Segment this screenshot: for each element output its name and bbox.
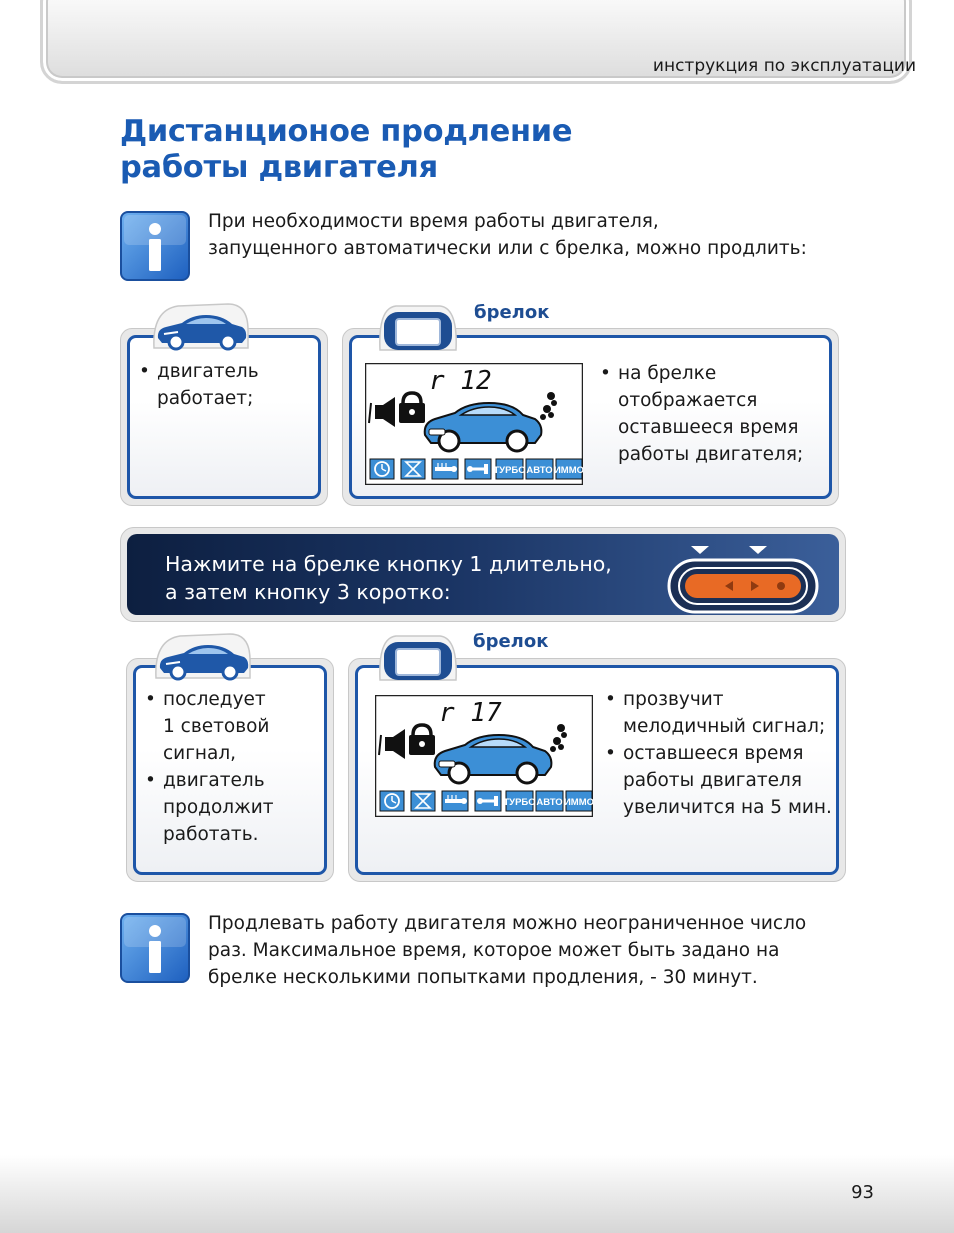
car-tab-icon (155, 633, 251, 681)
info-icon (120, 913, 190, 983)
svg-text:ИММО: ИММО (564, 797, 593, 808)
horn-icon (368, 397, 395, 427)
header-title: инструкция по эксплуатации (652, 56, 916, 76)
fob-label-1: брелок (474, 302, 550, 323)
page-title: Дистанционое продление работы двигателя (120, 114, 573, 186)
list-item: на брелке отображается оставшееся время … (598, 360, 803, 468)
fob-lcd-display: r 17 (375, 695, 593, 817)
car-panel-1 (120, 328, 328, 506)
turbo-icon: ТУРБО (493, 458, 526, 480)
list-item: последует 1 световой сигнал, (143, 686, 274, 767)
svg-text:ИММО: ИММО (554, 465, 583, 476)
page-header (40, 0, 912, 84)
page-footer (0, 1155, 954, 1233)
button-dot-icon (777, 582, 785, 590)
lock-icon (399, 391, 425, 423)
car-icon (433, 733, 553, 785)
clock-icon (369, 458, 395, 480)
auto-icon: АВТО (535, 790, 564, 812)
temperature-icon (441, 790, 469, 812)
fob-lcd-display: r 12 (365, 363, 583, 485)
fob-tab-icon (379, 635, 457, 681)
fob-tab-icon (379, 305, 457, 351)
lock-icon (409, 723, 435, 755)
immo-icon: ИММО (564, 790, 593, 812)
turbo-icon: ТУРБО (503, 790, 536, 812)
info-icon (120, 211, 190, 281)
info-text-1: При необходимости время работы двигателя… (208, 211, 807, 259)
car-status-list-2: последует 1 световой сигнал, двигатель п… (143, 686, 274, 848)
arrow-down-icon (749, 546, 767, 554)
fob-status-list-1: на брелке отображается оставшееся время … (598, 360, 803, 468)
title-line-2: работы двигателя (120, 150, 438, 185)
list-item: оставшееся время работы двигателя увелич… (603, 740, 832, 821)
auto-icon: АВТО (525, 458, 554, 480)
lcd-readout: r 17 (439, 698, 502, 728)
immo-icon: ИММО (554, 458, 583, 480)
temperature-icon (431, 458, 459, 480)
exhaust-icon (540, 392, 557, 420)
arrow-down-icon (691, 546, 709, 554)
instruction-banner: Нажмите на брелке кнопку 1 длительно, а … (120, 527, 846, 622)
lcd-readout: r 12 (429, 366, 492, 396)
hourglass-icon (410, 790, 436, 812)
svg-text:АВТО: АВТО (526, 465, 552, 476)
wrench-icon (474, 790, 502, 812)
list-item: двигатель продолжит работать. (143, 767, 274, 848)
list-item: двигатель работает; (137, 358, 259, 412)
list-item: прозвучит мелодичный сигнал; (603, 686, 832, 740)
svg-text:ТУРБО: ТУРБО (503, 797, 535, 808)
car-tab-icon (153, 303, 249, 351)
button-right-icon (751, 581, 759, 591)
page-number: 93 (851, 1182, 874, 1203)
fob-status-list-2: прозвучит мелодичный сигнал; оставшееся … (603, 686, 832, 821)
car-icon (423, 401, 543, 453)
clock-icon (379, 790, 405, 812)
wrench-icon (464, 458, 492, 480)
horn-icon (378, 729, 405, 759)
info-text-2: Продлевать работу двигателя можно неогра… (208, 913, 807, 988)
fob-buttons-graphic (667, 546, 819, 614)
hourglass-icon (400, 458, 426, 480)
banner-text: Нажмите на брелке кнопку 1 длительно, а … (165, 552, 612, 604)
title-line-1: Дистанционое продление (120, 114, 573, 149)
car-status-list-1: двигатель работает; (137, 358, 259, 412)
svg-text:АВТО: АВТО (536, 797, 562, 808)
svg-text:ТУРБО: ТУРБО (493, 465, 525, 476)
button-left-icon (725, 581, 733, 591)
exhaust-icon (550, 724, 567, 752)
fob-label-2: брелок (473, 631, 549, 652)
button-bar (685, 574, 801, 598)
